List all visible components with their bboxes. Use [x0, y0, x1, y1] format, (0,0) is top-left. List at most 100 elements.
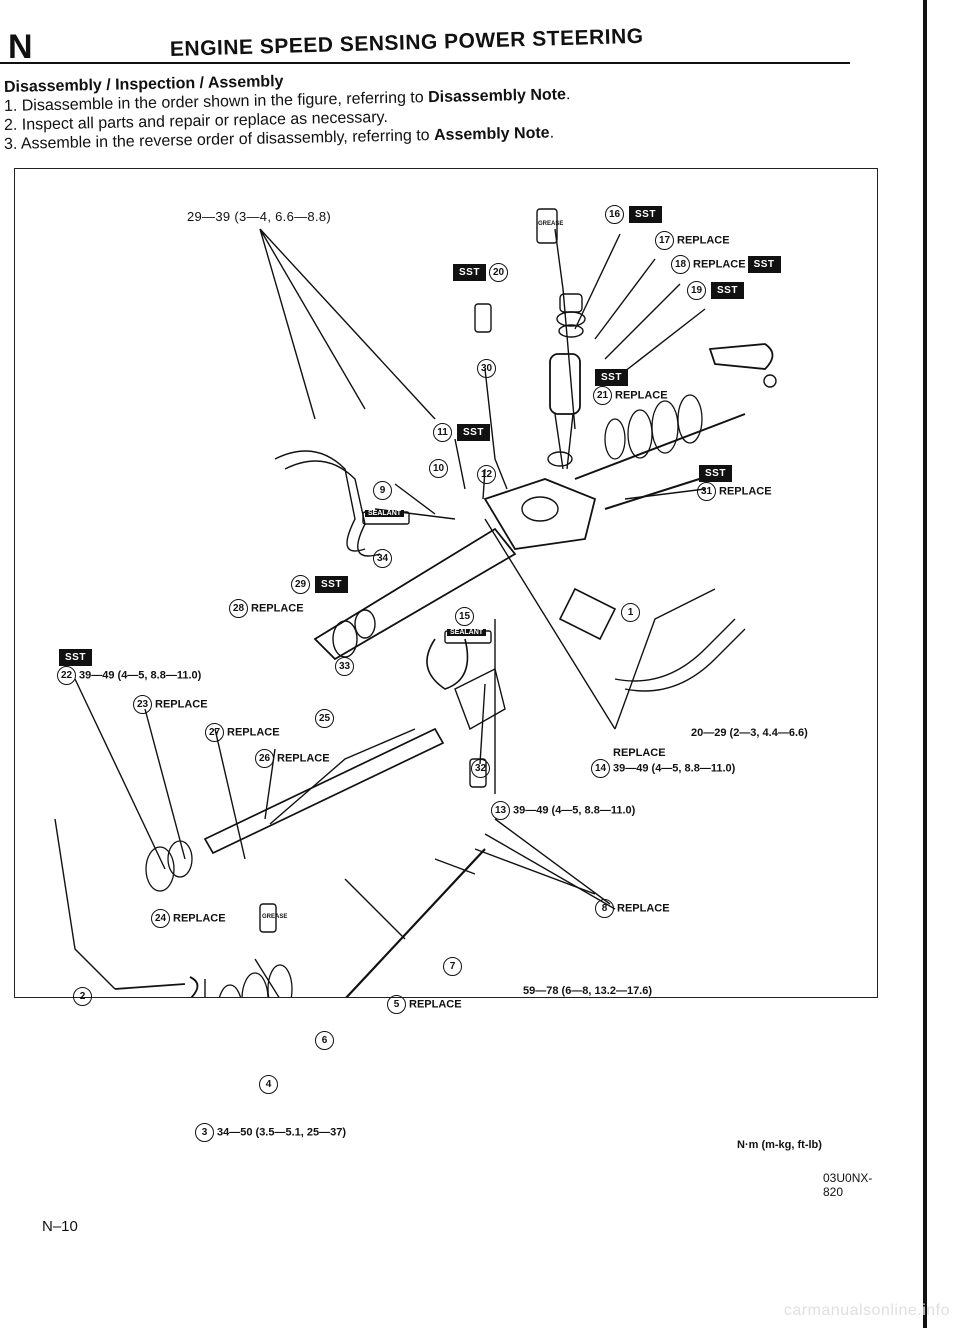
- sst-tag-11: SST: [457, 424, 490, 441]
- callout-30-number: 30: [477, 359, 496, 378]
- sst-tag-22: SST: [59, 649, 92, 666]
- callout-14-text: 39—49 (4—5, 8.8—11.0): [613, 762, 736, 775]
- callout-29: 29 SST: [291, 575, 348, 594]
- callout-8-number: 8: [595, 899, 614, 918]
- torque-label-right: 20—29 (2—3, 4.4—6.6): [691, 727, 808, 739]
- step-3-suffix: .: [549, 124, 555, 142]
- callout-2: 2: [73, 987, 95, 1006]
- callout-5-number: 5: [387, 995, 406, 1014]
- callout-32: 32: [471, 759, 493, 778]
- callout-23-text: REPLACE: [155, 698, 208, 711]
- callout-1-number: 1: [621, 603, 640, 622]
- unit-note: N·m (m-kg, ft-lb): [737, 1139, 822, 1151]
- section-letter: N: [8, 28, 33, 66]
- callout-18-number: 18: [671, 255, 690, 274]
- callout-28-text: REPLACE: [251, 602, 304, 615]
- callout-8-text: REPLACE: [617, 902, 670, 915]
- callout-29-number: 29: [291, 575, 310, 594]
- callout-20-number: 20: [489, 263, 509, 282]
- figure-code: 03U0NX-820: [823, 1171, 873, 1199]
- assembly-note-ref[interactable]: Assembly Note: [433, 124, 550, 144]
- callout-15: 15: [455, 607, 477, 626]
- callout-33-number: 33: [335, 657, 354, 676]
- binding-edge: [923, 0, 927, 1328]
- callout-25-number: 25: [315, 709, 334, 728]
- callout-18-text: REPLACE: [693, 258, 746, 271]
- sst-tag-29: SST: [315, 576, 348, 593]
- step-1-suffix: .: [565, 86, 571, 104]
- callout-21-text: REPLACE: [615, 389, 668, 402]
- callout-34: 34: [373, 549, 395, 568]
- callout-11-number: 11: [433, 423, 452, 442]
- callout-14-number: 14: [591, 759, 610, 778]
- title-rule: [0, 62, 850, 64]
- exploded-view-drawing: [54, 208, 777, 997]
- callout-2-number: 2: [73, 987, 92, 1006]
- page-title: ENGINE SPEED SENSING POWER STEERING: [169, 24, 644, 61]
- callout-12: 12: [477, 465, 499, 484]
- callout-26-number: 26: [255, 749, 274, 768]
- callout-16: 16 SST: [605, 205, 662, 224]
- callout-5-text: REPLACE: [409, 998, 462, 1011]
- callout-30: 30: [477, 359, 499, 378]
- callout-3-number: 3: [195, 1123, 214, 1142]
- callout-4: 4: [259, 1075, 281, 1094]
- callout-10-number: 10: [429, 459, 448, 478]
- callout-10: 10: [429, 459, 451, 478]
- callout-22-number: 22: [57, 666, 76, 685]
- callout-3-text: 34—50 (3.5—5.1, 25—37): [217, 1126, 347, 1139]
- callout-7: 7: [443, 957, 465, 976]
- sealant-label-upper: SEALANT: [365, 510, 405, 517]
- sealant-label-lower: SEALANT: [447, 629, 487, 636]
- callout-20: SST 20: [451, 263, 511, 282]
- grease-label-bottom: GREASE: [262, 914, 288, 920]
- callout-7-number: 7: [443, 957, 462, 976]
- torque-label-bottom-right: 59—78 (6—8, 13.2—17.6): [523, 985, 653, 997]
- page-number: N–10: [42, 1218, 78, 1235]
- callout-17-text: REPLACE: [677, 234, 730, 247]
- callout-4-number: 4: [259, 1075, 278, 1094]
- callout-19-number: 19: [687, 281, 706, 300]
- callout-22-text: 39—49 (4—5, 8.8—11.0): [79, 669, 202, 682]
- callout-24-text: REPLACE: [173, 912, 226, 925]
- callout-6-number: 6: [315, 1031, 334, 1050]
- callout-31-number: 31: [697, 482, 716, 501]
- callout-33: 33: [335, 657, 357, 676]
- callout-13-number: 13: [491, 801, 510, 820]
- callout-14-note: REPLACE: [613, 747, 666, 759]
- callout-11: 11 SST: [433, 423, 490, 442]
- sst-tag-20: SST: [453, 264, 486, 281]
- callout-16-number: 16: [605, 205, 624, 224]
- callout-23-number: 23: [133, 695, 152, 714]
- callout-27-text: REPLACE: [227, 726, 280, 739]
- sst-tag-16: SST: [629, 206, 662, 223]
- callout-26-text: REPLACE: [277, 752, 330, 765]
- callout-21-number: 21: [593, 386, 612, 405]
- watermark: carmanualsonline.info: [783, 1302, 950, 1319]
- callout-12-number: 12: [477, 465, 496, 484]
- callout-27-number: 27: [205, 723, 224, 742]
- callout-24-number: 24: [151, 909, 170, 928]
- disassembly-note-ref[interactable]: Disassembly Note: [427, 86, 567, 107]
- sst-tag-18: SST: [747, 256, 781, 273]
- callout-31-text: REPLACE: [719, 485, 772, 498]
- callout-13-text: 39—49 (4—5, 8.8—11.0): [513, 804, 636, 817]
- callout-34-number: 34: [373, 549, 392, 568]
- instructions: Disassembly / Inspection / Assembly 1. D…: [4, 73, 864, 154]
- callout-17-number: 17: [655, 231, 674, 250]
- callout-9: 9: [373, 481, 395, 500]
- callout-32-number: 32: [471, 759, 490, 778]
- sst-tag-31: SST: [699, 465, 732, 482]
- sst-tag-21: SST: [595, 369, 628, 386]
